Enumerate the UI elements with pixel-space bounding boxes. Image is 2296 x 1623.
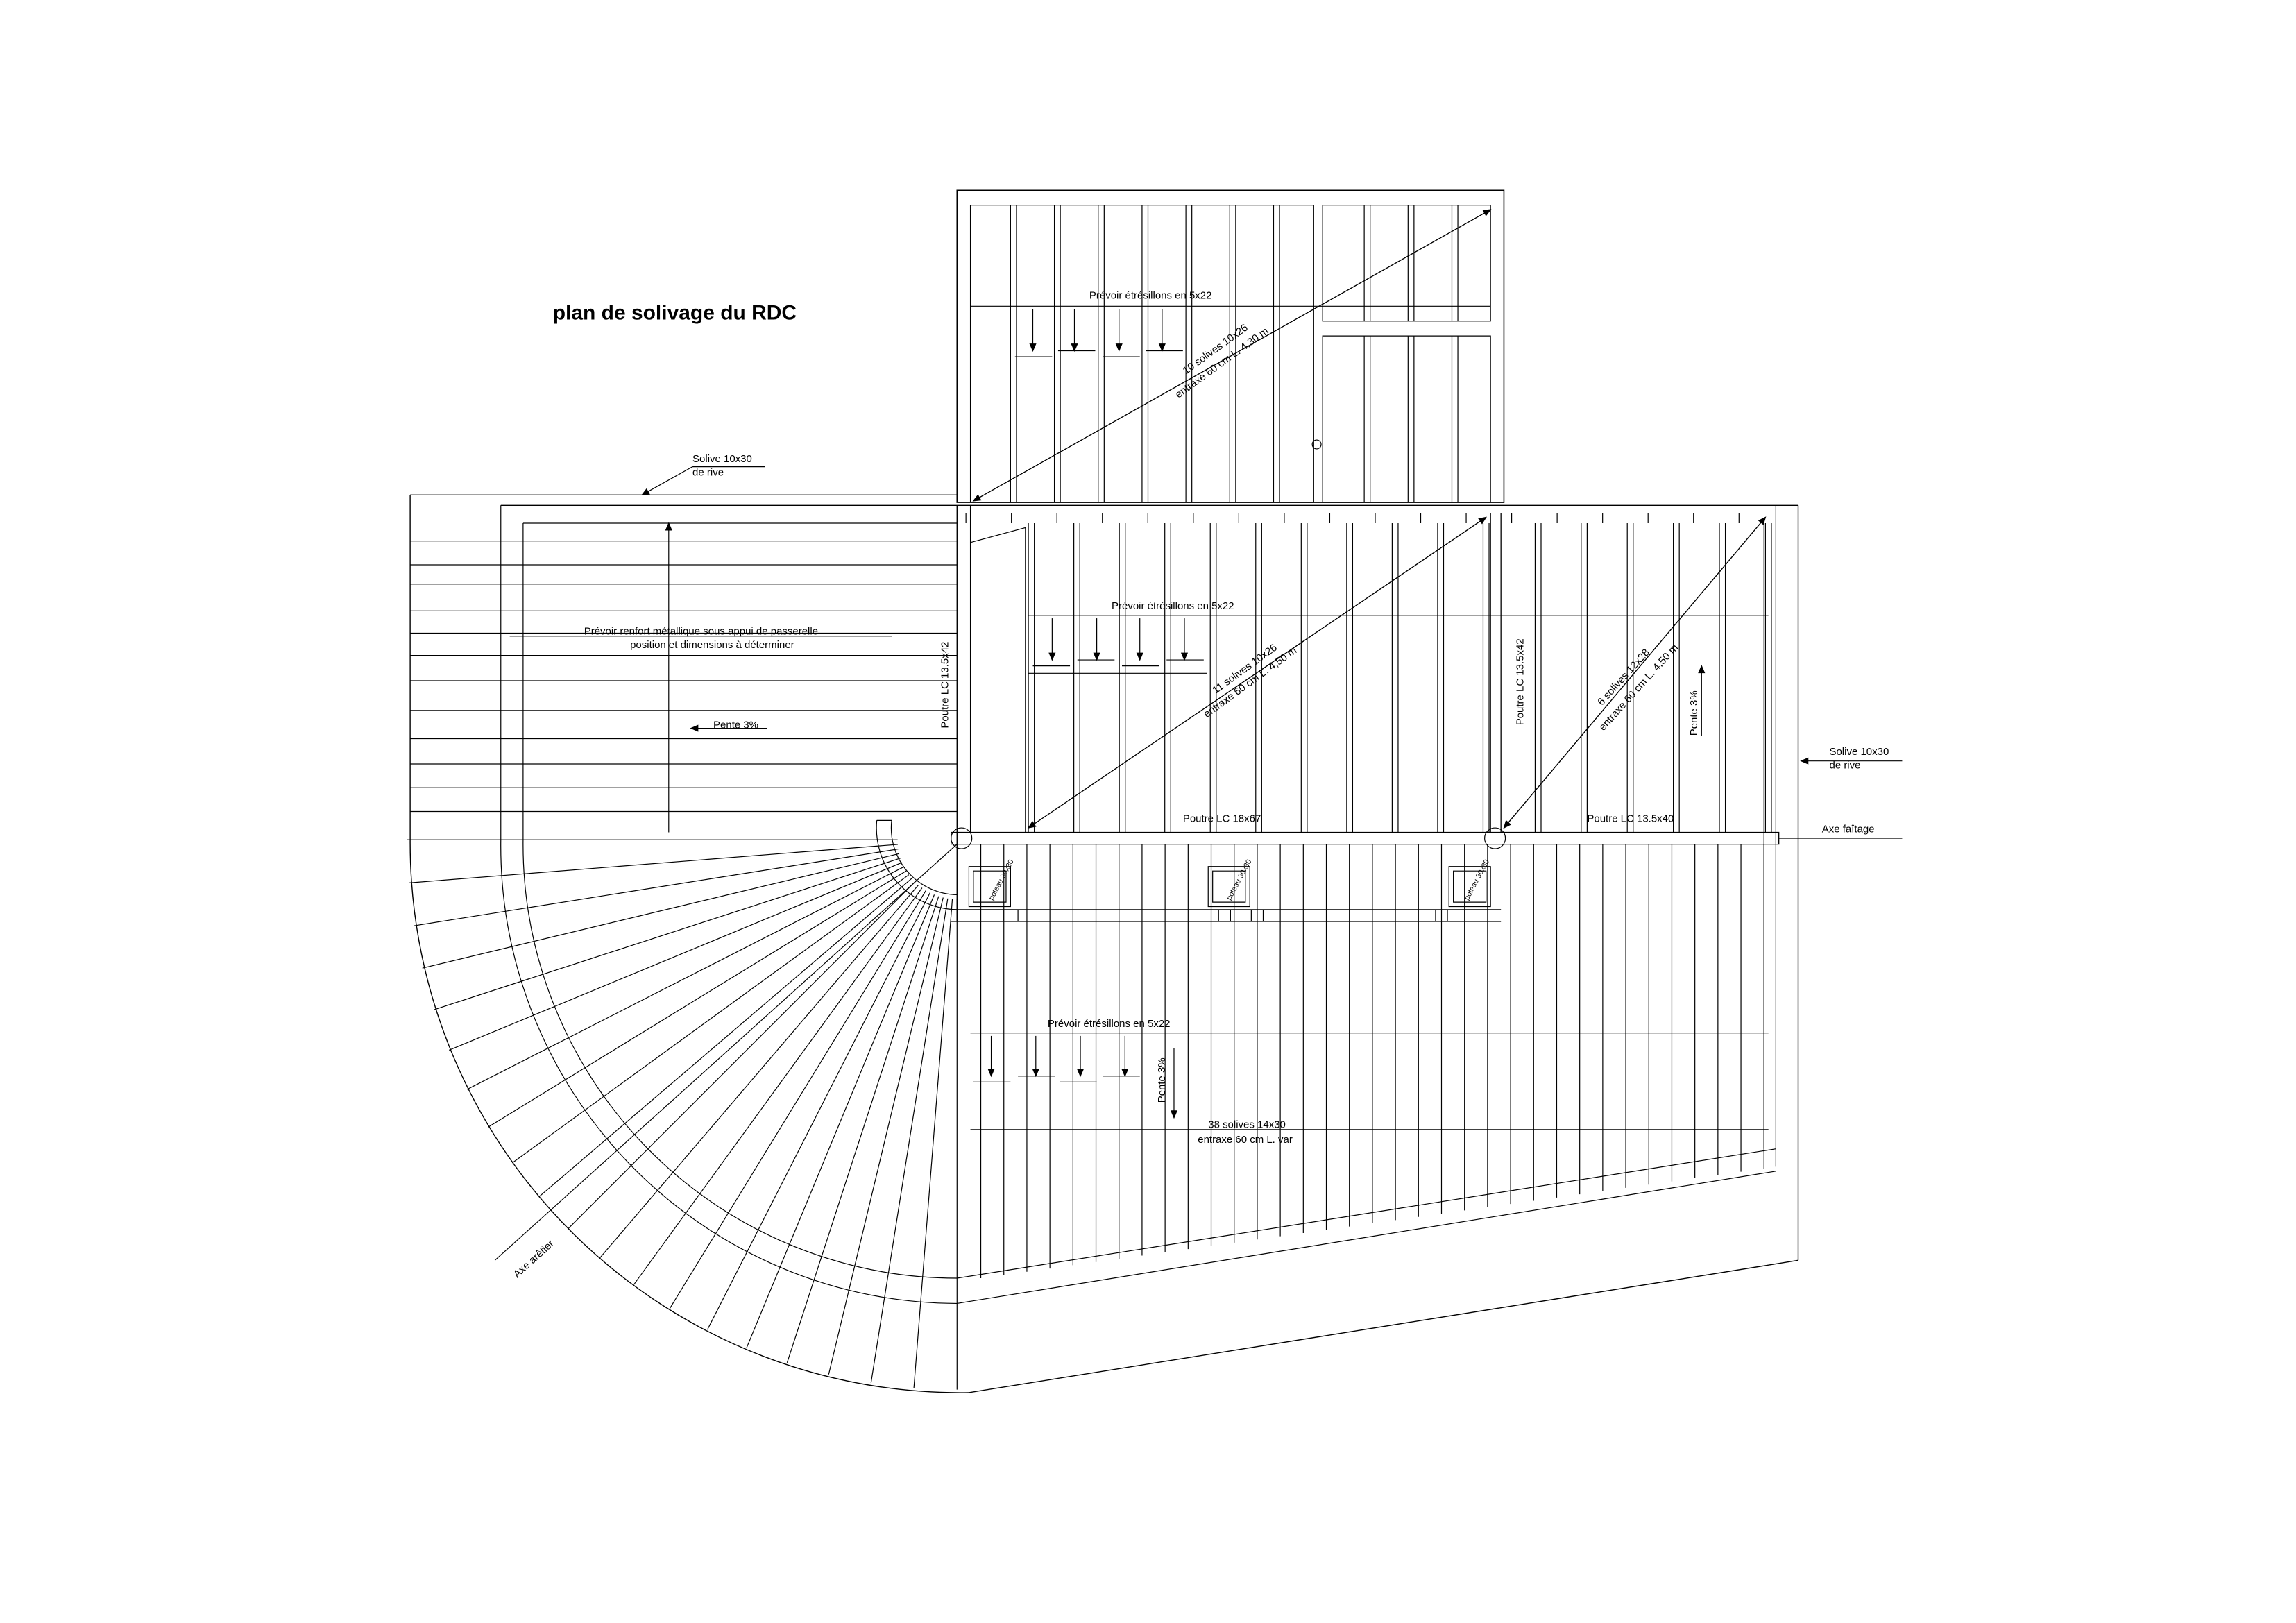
etresillons-mid-label: Prévoir étrésillons en 5x22 bbox=[1112, 600, 1234, 612]
arrow-head bbox=[1071, 344, 1077, 351]
arrow-head bbox=[1094, 653, 1099, 660]
radial-joist bbox=[512, 875, 909, 1163]
pente-right-label: Pente 3% bbox=[1688, 690, 1700, 736]
arrow-head bbox=[1479, 517, 1486, 523]
arrow-head bbox=[642, 489, 649, 495]
poteau-3-box bbox=[1449, 867, 1490, 907]
radial-joist bbox=[467, 867, 904, 1089]
arrow-head bbox=[1078, 1069, 1083, 1076]
poteau-1-box bbox=[969, 867, 1010, 907]
etresillons-bottom-label: Prévoir étrésillons en 5x22 bbox=[1048, 1018, 1171, 1030]
annex-inner-right-top bbox=[1323, 205, 1490, 321]
radial-joist bbox=[828, 897, 943, 1374]
poteau-1-label: poteau 30x30 bbox=[987, 858, 1016, 902]
solive-rive-right-label: Solive 10x30 bbox=[1829, 746, 1889, 758]
poteau-3-inner bbox=[1454, 871, 1486, 902]
leader-arrow bbox=[642, 467, 692, 495]
arrow-head bbox=[988, 1069, 994, 1076]
outer-wall-bottom bbox=[969, 1260, 1798, 1393]
outer-arc bbox=[410, 840, 969, 1393]
poutre-lc-center-label: Poutre LC 18x67 bbox=[1183, 813, 1261, 824]
stair-arc bbox=[876, 820, 957, 910]
radial-joist bbox=[633, 888, 921, 1285]
annex-post bbox=[1312, 440, 1321, 449]
axe-faitage-label: Axe faîtage bbox=[1822, 823, 1875, 835]
inner-arc-2 bbox=[523, 840, 957, 1278]
renfort-note-line1: Prévoir renfort métallique sous appui de… bbox=[584, 626, 818, 638]
inner-wall-bottom-2 bbox=[957, 1171, 1776, 1304]
radial-joist bbox=[449, 863, 902, 1050]
arrow-head bbox=[1137, 653, 1143, 660]
poutre-lc-center-vertical-label: Poutre LC 13.5x42 bbox=[1514, 638, 1526, 725]
annex-outer-wall bbox=[957, 190, 1504, 502]
arrow-head bbox=[1759, 517, 1766, 524]
poteau-1-inner bbox=[973, 871, 1006, 902]
inner-wall-bottom bbox=[957, 1149, 1776, 1278]
column-left bbox=[951, 828, 972, 849]
structure-drawing bbox=[407, 190, 1903, 1393]
arrow-head bbox=[1483, 210, 1491, 215]
arrow-head bbox=[1030, 344, 1035, 351]
axe-arretier-line bbox=[495, 844, 957, 1261]
radial-joist bbox=[488, 871, 907, 1127]
solive-rive-left-sub: de rive bbox=[692, 466, 724, 478]
arrow-head bbox=[1049, 653, 1055, 660]
axe-aretier-label: Axe arêtier bbox=[511, 1238, 556, 1280]
stairwell-hatch bbox=[971, 527, 1026, 832]
radial-joist bbox=[708, 893, 930, 1330]
poteau-2-inner bbox=[1213, 871, 1245, 902]
span-dimension-arrow bbox=[1028, 517, 1486, 828]
poutre-lc-right-label: Poutre LC 13.5x40 bbox=[1587, 813, 1674, 824]
solives-bottom-label: 38 solives 14x30 bbox=[1208, 1119, 1286, 1131]
radial-joist bbox=[670, 890, 926, 1309]
arrow-head bbox=[691, 725, 698, 731]
radial-joist bbox=[787, 897, 938, 1363]
ridge-beam bbox=[951, 832, 1779, 844]
radial-joist bbox=[434, 858, 901, 1010]
arrow-head bbox=[1182, 653, 1187, 660]
etresillons-top-label: Prévoir étrésillons en 5x22 bbox=[1089, 290, 1212, 302]
arrow-head bbox=[1171, 1111, 1177, 1118]
column-right bbox=[1485, 828, 1506, 849]
radial-joist bbox=[568, 882, 915, 1229]
inner-arc bbox=[501, 840, 958, 1303]
renfort-note-line2: position et dimensions à déterminer bbox=[630, 639, 794, 651]
radial-joist bbox=[747, 894, 934, 1348]
poutre-lc-left-label: Poutre LC 13.5x42 bbox=[939, 642, 951, 729]
arrow-head bbox=[1033, 1069, 1039, 1076]
stair-arc-2 bbox=[891, 820, 957, 894]
annex-inner-right-bottom bbox=[1323, 336, 1490, 502]
plan-title: plan de solivage du RDC bbox=[553, 302, 797, 325]
radial-joist bbox=[914, 899, 952, 1388]
arrow-head bbox=[666, 523, 672, 530]
arrow-head bbox=[1116, 344, 1122, 351]
radial-joist bbox=[409, 844, 898, 883]
radial-joist bbox=[600, 885, 919, 1257]
poteau-2-box bbox=[1208, 867, 1250, 907]
span-dimension-arrow bbox=[973, 210, 1490, 501]
solive-rive-left-label: Solive 10x30 bbox=[692, 453, 752, 465]
pente-left-label: Pente 3% bbox=[713, 720, 758, 731]
arrow-head bbox=[1699, 666, 1704, 673]
solive-rive-right-sub: de rive bbox=[1829, 759, 1860, 771]
radial-joist bbox=[414, 849, 899, 926]
arrow-head bbox=[1122, 1069, 1128, 1076]
poteau-2-label: poteau 30x30 bbox=[1225, 858, 1253, 902]
solives-bottom-sub: entraxe 60 cm L. var bbox=[1198, 1134, 1293, 1146]
pente-bottom-label: Pente 3% bbox=[1156, 1057, 1168, 1103]
span-dimension-arrow bbox=[1504, 517, 1765, 828]
poteau-3-label: poteau 30x30 bbox=[1463, 858, 1491, 902]
arrow-head bbox=[1159, 344, 1165, 351]
arrow-head bbox=[1801, 758, 1808, 764]
radial-joist bbox=[539, 878, 912, 1197]
radial-joist bbox=[871, 899, 948, 1383]
radial-joist bbox=[423, 853, 899, 968]
